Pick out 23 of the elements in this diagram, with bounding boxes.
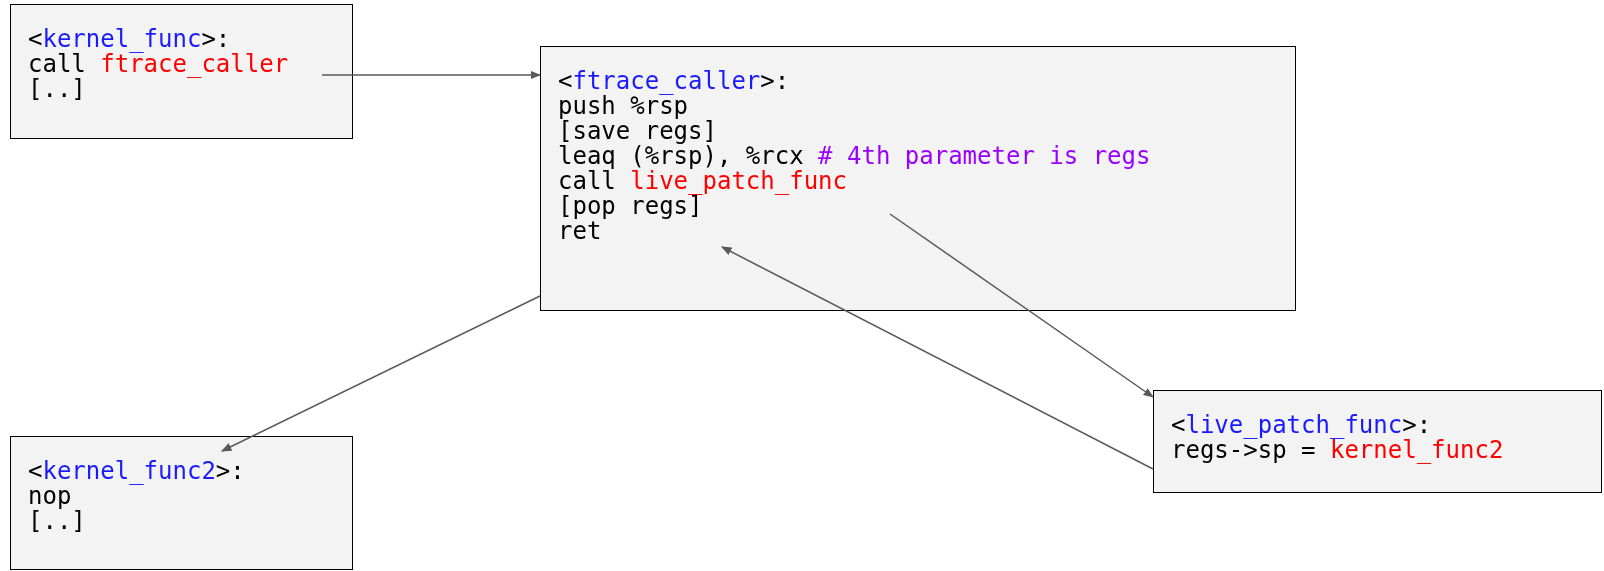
code-line: <kernel_func2>: <box>28 459 245 484</box>
code-line: [pop regs] <box>558 194 703 219</box>
code-box <box>10 436 353 570</box>
arrow <box>721 246 1154 470</box>
code-line: leaq (%rsp), %rcx # 4th parameter is regs <box>558 144 1151 169</box>
code-line: <ftrace_caller>: <box>558 69 790 94</box>
code-line: call ftrace_caller <box>28 52 289 77</box>
arrow <box>321 70 542 80</box>
code-line: call live_patch_func <box>558 169 847 194</box>
arrow <box>889 213 1154 398</box>
code-line: ret <box>558 219 602 244</box>
code-box <box>10 4 353 139</box>
code-box <box>540 46 1296 311</box>
code-line: push %rsp <box>558 94 689 119</box>
code-line: nop <box>28 484 72 509</box>
arrow <box>221 295 541 452</box>
code-line: <live_patch_func>: <box>1171 413 1432 438</box>
code-box <box>1153 390 1602 493</box>
code-line: [..] <box>28 509 86 534</box>
code-line: regs->sp = kernel_func2 <box>1171 438 1504 463</box>
code-line: [..] <box>28 77 86 102</box>
code-line: <kernel_func>: <box>28 27 231 52</box>
code-line: [save regs] <box>558 119 717 144</box>
